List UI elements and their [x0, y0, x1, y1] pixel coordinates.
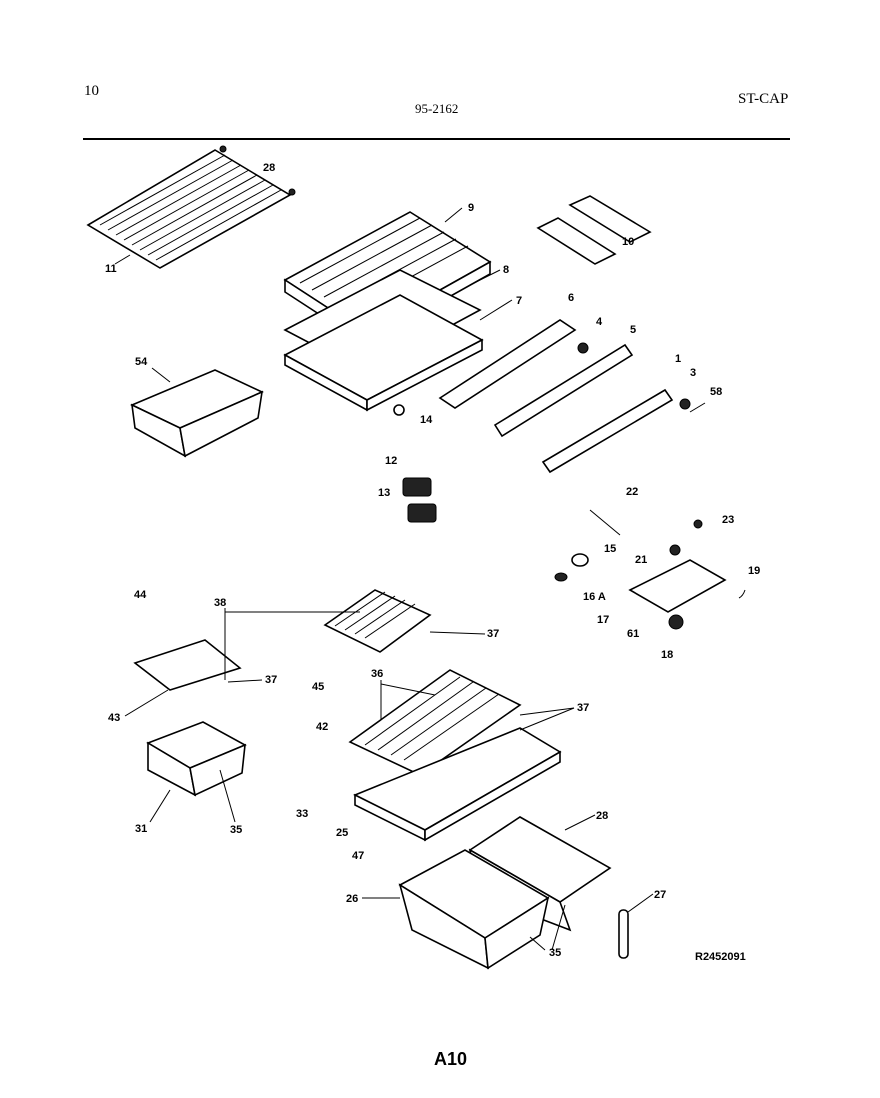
callout-36: 36 [371, 668, 383, 680]
diagram-code: 95-2162 [415, 101, 459, 116]
part-small-shelf [133, 639, 242, 691]
part-crisper-cover-lower [353, 727, 562, 842]
part-rails [438, 319, 674, 474]
callout-23: 23 [722, 514, 734, 526]
header-rule [83, 138, 790, 140]
callout-12: 12 [385, 455, 397, 467]
callout-35-a: 35 [230, 824, 242, 836]
callout-58: 58 [710, 386, 722, 398]
callout-labels: 28 11 9 8 7 10 6 4 5 1 3 58 54 14 12 13 … [105, 162, 760, 959]
callout-54: 54 [135, 356, 148, 368]
callout-26: 26 [346, 893, 358, 905]
callout-27: 27 [654, 889, 666, 901]
part-glass-shelf-upper [323, 589, 432, 653]
callout-38-a: 38 [214, 597, 226, 609]
callout-1: 1 [675, 353, 681, 365]
callout-16a: 16 A [583, 591, 606, 603]
callout-15: 15 [604, 543, 616, 555]
part-27 [618, 909, 629, 959]
part-drawer-31 [146, 721, 247, 797]
page-number: A10 [434, 1049, 468, 1069]
callout-10: 10 [622, 236, 634, 248]
callout-19: 19 [748, 565, 760, 577]
callout-5: 5 [630, 324, 636, 336]
callout-9: 9 [468, 202, 474, 214]
callout-47: 47 [352, 850, 364, 862]
callout-28: 28 [596, 810, 608, 822]
callout-21: 21 [635, 554, 647, 566]
part-small-hardware [393, 342, 706, 416]
leader-lines [114, 207, 654, 951]
callout-28-top: 28 [263, 162, 275, 174]
callout-42: 42 [316, 721, 328, 733]
callout-31: 31 [135, 823, 147, 835]
part-dairy-bin [130, 369, 264, 458]
callout-6: 6 [568, 292, 574, 304]
part-glass-shelf-lower [348, 669, 522, 776]
part-egg-trays [536, 195, 652, 265]
callout-35-b: 35 [549, 947, 561, 959]
callout-33: 33 [296, 808, 308, 820]
callout-17: 17 [597, 614, 609, 626]
callout-37-b: 37 [265, 674, 277, 686]
callout-4: 4 [596, 316, 603, 328]
callout-13: 13 [378, 487, 390, 499]
part-wire-shelf-top [86, 145, 296, 269]
callout-14: 14 [420, 414, 433, 426]
callout-25: 25 [336, 827, 348, 839]
callout-43: 43 [108, 712, 120, 724]
callout-7: 7 [516, 295, 522, 307]
callout-18: 18 [661, 649, 673, 661]
part-clips [402, 477, 437, 523]
callout-44: 44 [134, 589, 147, 601]
callout-45: 45 [312, 681, 324, 693]
part-control-housing [554, 509, 746, 630]
callout-37-c: 37 [577, 702, 589, 714]
callout-3: 3 [690, 367, 696, 379]
part-crisper-drawers [398, 816, 612, 970]
page-section-number: 10 [84, 83, 99, 99]
callout-22: 22 [626, 486, 638, 498]
callout-61: 61 [627, 628, 639, 640]
callout-11: 11 [105, 263, 117, 275]
reference-code: R2452091 [695, 951, 746, 963]
part-crisper-cover-stack [283, 211, 492, 412]
model-label: ST-CAP [738, 91, 789, 107]
callout-37-a: 37 [487, 628, 499, 640]
callout-8: 8 [503, 264, 509, 276]
